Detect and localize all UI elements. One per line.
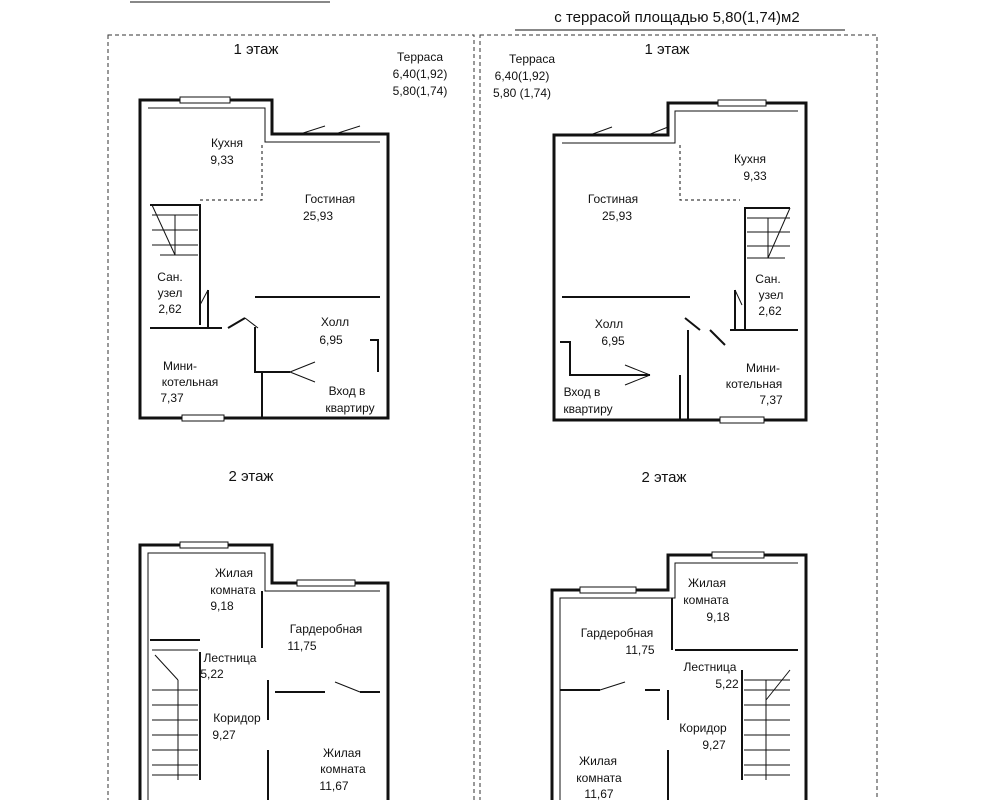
right-f1-bath-label: Сан.: [755, 272, 780, 286]
left-floor1-title: 1 этаж: [234, 41, 279, 58]
right-f2-wardrobe-label: Гардеробная: [581, 626, 654, 640]
left-f2-stairs-label: Лестница: [204, 651, 257, 665]
right-floor1-outer-wall: [552, 101, 808, 422]
right-variant-frame: [479, 34, 878, 800]
right-floor1-title: 1 этаж: [645, 41, 690, 58]
right-floor1-plan: 1 этаж Терраса 6,40(1,92) 5,80 (1,74) Го…: [493, 41, 808, 424]
left-variant-frame: [107, 34, 475, 800]
svg-text:узел: узел: [158, 286, 183, 300]
left-f1-boiler-label: Мини-: [163, 359, 197, 373]
svg-text:9,33: 9,33: [743, 169, 767, 183]
right-terrace-label: Терраса: [509, 52, 555, 66]
left-f1-bath-label: Сан.: [157, 270, 182, 284]
svg-text:9,27: 9,27: [702, 738, 726, 752]
svg-text:9,33: 9,33: [210, 153, 234, 167]
right-floor2-outer-wall: [550, 553, 808, 800]
right-f2-corridor-label: Коридор: [679, 721, 727, 735]
svg-text:9,18: 9,18: [706, 610, 730, 624]
left-f2-wardrobe-label: Гардеробная: [290, 622, 363, 636]
left-f1-living-label: Гостиная: [305, 192, 355, 206]
right-f2-room2-label: Жилая: [579, 754, 617, 768]
svg-text:6,40(1,92): 6,40(1,92): [393, 67, 448, 81]
svg-text:9,27: 9,27: [212, 728, 236, 742]
left-terrace-label: Терраса: [397, 50, 443, 64]
svg-text:7,37: 7,37: [759, 393, 783, 407]
header-terrace-area: с террасой площадью 5,80(1,74)м2: [554, 9, 799, 26]
svg-text:2,62: 2,62: [758, 304, 782, 318]
left-floor1-plan: 1 этаж Терраса 6,40(1,92) 5,80(1,74) Кух…: [138, 41, 448, 422]
svg-text:котельная: котельная: [726, 377, 782, 391]
svg-text:узел: узел: [759, 288, 784, 302]
svg-text:11,67: 11,67: [584, 787, 613, 800]
right-f1-entry-label: Вход в: [564, 385, 601, 399]
svg-text:6,40(1,92): 6,40(1,92): [495, 69, 550, 83]
svg-text:5,80 (1,74): 5,80 (1,74): [493, 86, 551, 100]
svg-text:25,93: 25,93: [602, 209, 632, 223]
svg-text:комната: комната: [320, 762, 366, 776]
right-f2-room1-label: Жилая: [688, 576, 726, 590]
right-f1-hall-label: Холл: [595, 317, 623, 331]
svg-text:квартиру: квартиру: [325, 401, 374, 415]
left-f1-hall-label: Холл: [321, 315, 349, 329]
sheet-header: с террасой площадью 5,80(1,74)м2: [130, 1, 845, 31]
svg-text:квартиру: квартиру: [563, 402, 612, 416]
svg-text:6,95: 6,95: [319, 333, 343, 347]
svg-text:комната: комната: [683, 593, 729, 607]
left-f2-room1-label: Жилая: [215, 566, 253, 580]
left-f2-room2-label: Жилая: [323, 746, 361, 760]
svg-text:6,95: 6,95: [601, 334, 625, 348]
svg-text:9,18: 9,18: [210, 599, 234, 613]
svg-text:11,75: 11,75: [625, 643, 654, 657]
right-f1-kitchen-label: Кухня: [734, 152, 766, 166]
svg-text:2,62: 2,62: [158, 302, 182, 316]
left-f1-kitchen-label: Кухня: [211, 136, 243, 150]
right-floor2-title: 2 этаж: [642, 469, 687, 486]
svg-text:комната: комната: [210, 583, 256, 597]
svg-text:5,22: 5,22: [715, 677, 739, 691]
svg-text:25,93: 25,93: [303, 209, 333, 223]
right-f2-stairs-label: Лестница: [684, 660, 737, 674]
left-f2-corridor-label: Коридор: [213, 711, 261, 725]
left-f1-entry-label: Вход в: [329, 384, 366, 398]
svg-text:5,22: 5,22: [200, 667, 224, 681]
svg-text:5,80(1,74): 5,80(1,74): [393, 84, 448, 98]
left-floor2-outer-wall: [138, 543, 390, 800]
left-floor1-outer-wall: [138, 98, 390, 420]
left-floor2-plan: 2 этаж Жилая комната 9,18 Гардеробная 11…: [138, 468, 390, 800]
svg-text:котельная: котельная: [162, 375, 218, 389]
right-f1-living-label: Гостиная: [588, 192, 638, 206]
left-floor2-title: 2 этаж: [229, 468, 274, 485]
right-f1-boiler-label: Мини-: [746, 361, 780, 375]
svg-text:11,75: 11,75: [287, 639, 316, 653]
right-floor2-plan: 2 этаж Жилая комната 9,18 Гардеробная 11…: [550, 469, 808, 800]
svg-text:11,67: 11,67: [319, 779, 348, 793]
svg-text:7,37: 7,37: [160, 391, 184, 405]
svg-text:комната: комната: [576, 771, 622, 785]
